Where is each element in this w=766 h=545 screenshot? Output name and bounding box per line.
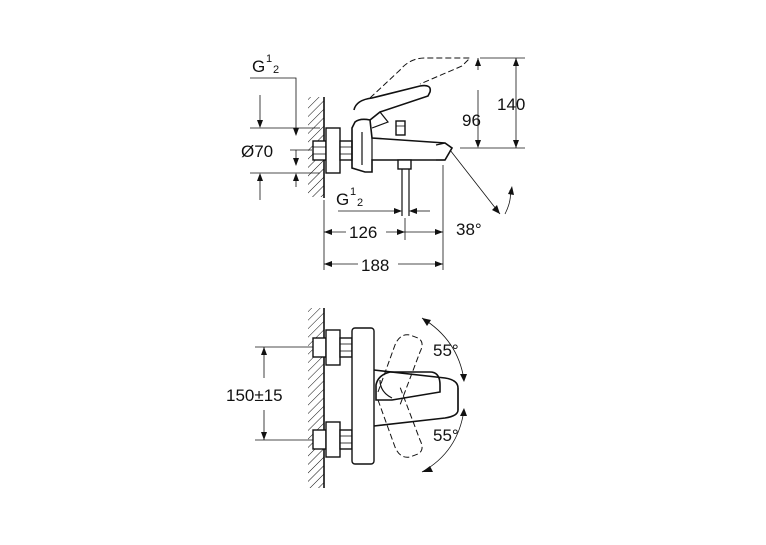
height-dims: 96 140	[460, 57, 525, 149]
connectors-plan	[312, 329, 353, 458]
spout-angle-dim: 38°	[449, 149, 514, 239]
inlet-diameter-dim: Ø70	[241, 95, 320, 200]
depth-dims: 126 188	[323, 165, 444, 275]
inlet-thread-num: 1	[266, 53, 272, 65]
wall-bottom	[308, 308, 325, 488]
depth-spout-text: 126	[349, 223, 377, 242]
spout-angle-text: 38°	[456, 220, 482, 239]
height-outlet-text: 96	[462, 111, 481, 130]
inlet-diameter-text: Ø70	[241, 142, 273, 161]
inlet-thread-main: G	[252, 57, 265, 76]
center-distance-dim: 150±15	[226, 346, 313, 441]
angle-upper-text: 55°	[433, 341, 459, 360]
inlet-thread-label: G 1 2	[250, 53, 299, 136]
rotation-angles: 55° 55°	[421, 317, 467, 473]
center-distance-text: 150±15	[226, 386, 283, 405]
rotated-positions	[377, 334, 423, 458]
outlet-thread-num: 1	[350, 186, 356, 198]
mixer-body-plan	[351, 327, 459, 465]
outlet-thread-label: G 1 2	[336, 186, 430, 214]
angle-lower-text: 55°	[433, 426, 459, 445]
wall-connector	[312, 127, 353, 174]
outlet-thread-den: 2	[357, 197, 363, 209]
outlet-thread-main: G	[336, 190, 349, 209]
side-view: G 1 2 Ø70	[241, 53, 525, 275]
plan-view: 55° 55° 150±15	[226, 308, 467, 488]
height-total-text: 140	[497, 95, 525, 114]
handle-raised-position	[369, 57, 472, 99]
mixer-body	[351, 84, 454, 216]
depth-total-text: 188	[361, 256, 389, 275]
inlet-thread-den: 2	[273, 64, 279, 76]
